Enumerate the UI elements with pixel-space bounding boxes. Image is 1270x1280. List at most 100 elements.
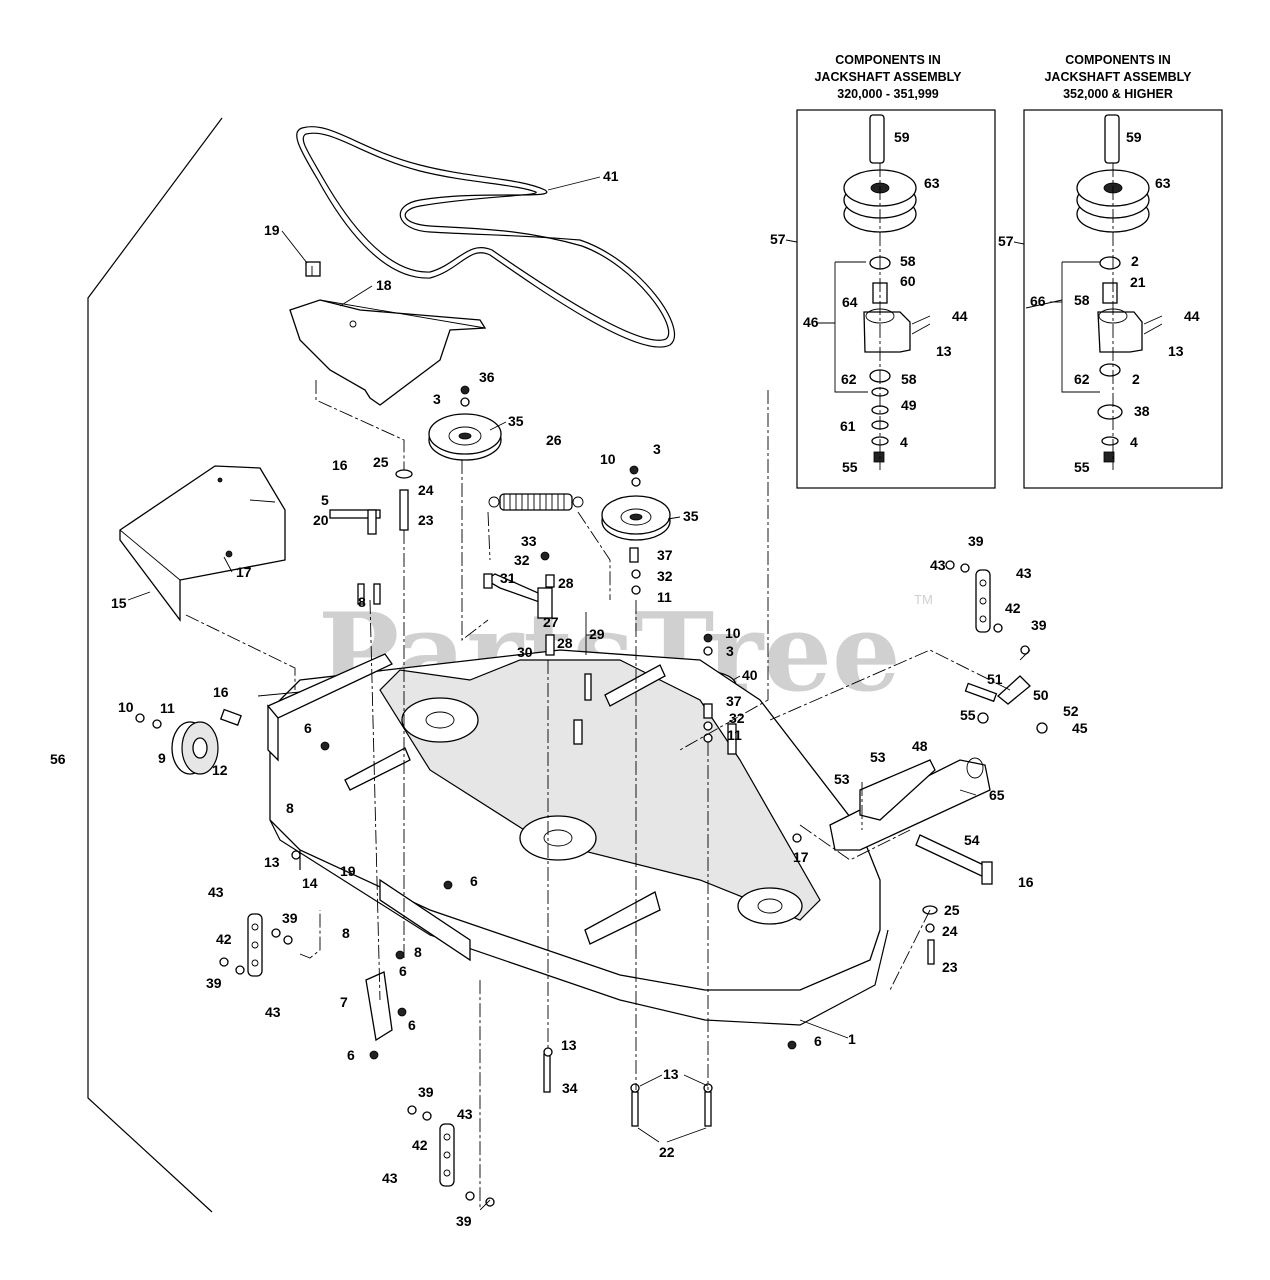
callout-19: 19 [264, 222, 280, 238]
callout: 66 [1030, 293, 1046, 309]
callout-13: 13 [264, 854, 280, 870]
callout-24: 24 [418, 482, 434, 498]
callout: 62 [841, 371, 857, 387]
callout: 44 [952, 308, 968, 324]
callout-32: 32 [514, 552, 530, 568]
callout: 60 [900, 273, 916, 289]
callout-13: 13 [663, 1066, 679, 1082]
callout-10: 10 [600, 451, 616, 467]
callout-10: 10 [725, 625, 741, 641]
callout-36: 36 [479, 369, 495, 385]
inset-right-header-3: 352,000 & HIGHER [1063, 87, 1173, 101]
callout-41: 41 [603, 168, 619, 184]
callout-8: 8 [286, 800, 294, 816]
callout-15: 15 [111, 595, 127, 611]
callout: 59 [1126, 129, 1142, 145]
callout-17: 17 [793, 849, 809, 865]
callout-6: 6 [304, 720, 312, 736]
bracket-56 [87, 117, 223, 1213]
anti-scalp-roller-65 [829, 757, 991, 851]
callout-8: 8 [414, 944, 422, 960]
small-washers [135, 385, 1048, 1207]
inset-left-header-1: COMPONENTS IN [835, 53, 941, 67]
callout: 58 [900, 253, 916, 269]
callout-16: 16 [213, 684, 229, 700]
callout-12: 12 [212, 762, 228, 778]
callout-28: 28 [558, 575, 574, 591]
main-callouts: 41 19 18 36 3 35 16 25 24 5 20 23 26 10 … [50, 168, 1088, 1229]
clip-19 [305, 261, 321, 277]
callout-18: 18 [376, 277, 392, 293]
inset-right-header-1: COMPONENTS IN [1065, 53, 1171, 67]
callout: 58 [901, 371, 917, 387]
chain-link-42-top [975, 569, 991, 633]
leader-lines [127, 176, 1063, 1143]
callout-11: 11 [160, 700, 175, 716]
callout-42: 42 [1005, 600, 1021, 616]
callout: 2 [1131, 253, 1139, 269]
callout-17: 17 [236, 564, 252, 580]
callout-42: 42 [412, 1137, 428, 1153]
callout-51: 51 [987, 671, 1003, 687]
inset-right: COMPONENTS IN JACKSHAFT ASSEMBLY 352,000… [1023, 53, 1223, 489]
callout: 61 [840, 418, 856, 434]
callout: 44 [1184, 308, 1200, 324]
callout-11: 11 [657, 589, 672, 605]
callout-3: 3 [653, 441, 661, 457]
callout-1: 1 [848, 1031, 856, 1047]
callout-34: 34 [562, 1080, 578, 1096]
callout-6: 6 [347, 1047, 355, 1063]
callout: 64 [842, 294, 858, 310]
callout-22: 22 [659, 1144, 675, 1160]
callout-39: 39 [282, 910, 298, 926]
callout-20: 20 [313, 512, 329, 528]
wheel-axle-12 [219, 708, 242, 726]
callout-55: 55 [960, 707, 976, 723]
callout-25: 25 [944, 902, 960, 918]
callout-39: 39 [968, 533, 984, 549]
callout: 62 [1074, 371, 1090, 387]
axle-54 [915, 834, 993, 885]
deck-side-rail [266, 653, 471, 962]
callout-43: 43 [1016, 565, 1032, 581]
callout-30: 30 [517, 644, 533, 660]
callout: 55 [1074, 459, 1090, 475]
callout-6: 6 [408, 1017, 416, 1033]
inset-left-callouts: 59 63 57 58 60 64 44 46 13 62 58 49 61 4… [770, 129, 968, 475]
callout: 59 [894, 129, 910, 145]
callout: 55 [842, 459, 858, 475]
callout-39: 39 [1031, 617, 1047, 633]
callout-40: 40 [742, 667, 758, 683]
projection-lines [185, 380, 1031, 1212]
chain-link-42-left [247, 913, 263, 977]
callout-29: 29 [589, 626, 605, 642]
chain-link-42-bottom [439, 1123, 455, 1187]
callout: 4 [900, 434, 908, 450]
callout-11: 11 [727, 727, 742, 743]
callout-43: 43 [930, 557, 946, 573]
pulley-35-left [428, 413, 502, 461]
callout-6: 6 [399, 963, 407, 979]
callout-7: 7 [340, 994, 348, 1010]
callout-54: 54 [964, 832, 980, 848]
inset-left-header-2: JACKSHAFT ASSEMBLY [814, 70, 962, 84]
callout-32: 32 [657, 568, 673, 584]
callout-28: 28 [557, 635, 573, 651]
callout-33: 33 [521, 533, 537, 549]
callout-39: 39 [206, 975, 222, 991]
bracket-7 [365, 971, 393, 1042]
callout-32: 32 [729, 710, 745, 726]
callout-39: 39 [418, 1084, 434, 1100]
callout-53: 53 [870, 749, 886, 765]
callout-23: 23 [942, 959, 958, 975]
callout-16: 16 [332, 457, 348, 473]
callout: 63 [1155, 175, 1171, 191]
callout: 21 [1130, 274, 1146, 290]
callout-35: 35 [683, 508, 699, 524]
callout: 2 [1132, 371, 1140, 387]
callout-8: 8 [358, 594, 366, 610]
callout-25: 25 [373, 454, 389, 470]
callout-6: 6 [470, 873, 478, 889]
idler-arm-27 [483, 573, 553, 619]
callout-10: 10 [118, 699, 134, 715]
